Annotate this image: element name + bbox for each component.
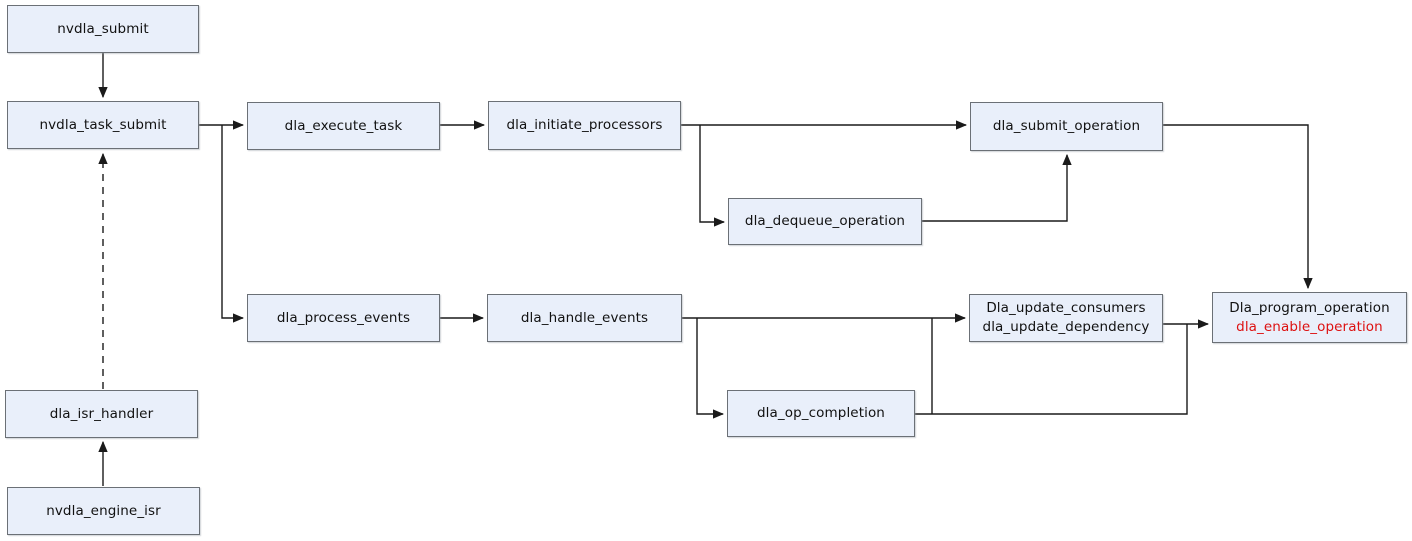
edge-dla-initiate-processors-to-dla-dequeue-operation [699, 125, 726, 227]
node-label: nvdla_task_submit [39, 116, 167, 133]
edge-nvdla-task-submit-to-dla-process-events [221, 125, 245, 323]
node-dla-execute-task: dla_execute_task [247, 102, 440, 150]
node-label: dla_handle_events [520, 309, 649, 326]
node-label: nvdla_submit [57, 20, 149, 37]
node-label: dla_submit_operation [992, 118, 1141, 134]
node-dla-op-completion: dla_op_completion [727, 390, 915, 437]
node-label: dla_execute_task [284, 117, 403, 134]
node-label: dla_process_events [276, 309, 411, 326]
node-label: dla_dequeue_operation [744, 213, 906, 229]
node-label: dla_isr_handler [49, 405, 154, 422]
node-nvdla-engine-isr: nvdla_engine_isr [7, 487, 200, 535]
node-dla-update-consumers: Dla_update_consumers dla_update_dependen… [969, 294, 1163, 342]
edge-dla-dequeue-operation-to-dla-submit-operation [922, 153, 1072, 222]
node-dla-submit-operation: dla_submit_operation [970, 102, 1163, 151]
node-label: dla_op_completion [757, 405, 885, 421]
node-dla-initiate-processors: dla_initiate_processors [488, 101, 681, 150]
node-label-line1: Dla_update_consumers [986, 300, 1146, 316]
node-label-line2-highlighted: dla_enable_operation [1236, 318, 1383, 335]
node-label-line2: dla_update_dependency [982, 319, 1150, 335]
node-label-line1: Dla_program_operation [1229, 299, 1390, 316]
node-dla-program-operation: Dla_program_operation dla_enable_operati… [1212, 292, 1407, 343]
node-dla-handle-events: dla_handle_events [487, 294, 682, 342]
node-label: dla_initiate_processors [506, 117, 663, 133]
node-label: nvdla_engine_isr [46, 502, 161, 519]
node-nvdla-task-submit: nvdla_task_submit [7, 101, 199, 149]
node-dla-process-events: dla_process_events [247, 294, 440, 342]
edge-dla-handle-events-to-dla-op-completion [696, 318, 725, 419]
edge-dla-submit-operation-to-dla-program-operation [1163, 124, 1313, 290]
node-nvdla-submit: nvdla_submit [7, 5, 199, 53]
node-dla-dequeue-operation: dla_dequeue_operation [728, 198, 922, 245]
node-dla-isr-handler: dla_isr_handler [5, 390, 198, 438]
